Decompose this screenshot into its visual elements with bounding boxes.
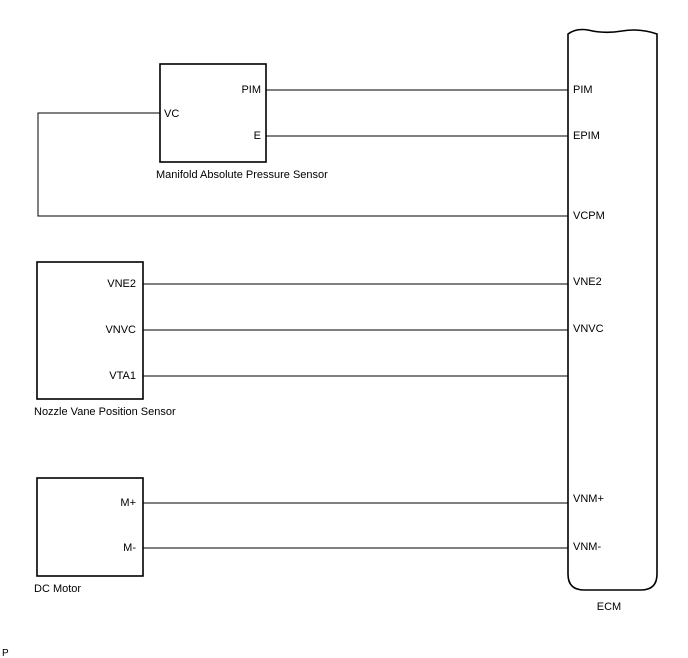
dc-motor-caption: DC Motor xyxy=(34,583,81,595)
ecm-pin-vnm-plus: VNM+ xyxy=(573,493,604,505)
map-pin-pim: PIM xyxy=(241,84,261,96)
map-pin-e: E xyxy=(254,130,261,142)
motor-pin-m-plus: M+ xyxy=(120,497,136,509)
ecm-pin-pim: PIM xyxy=(573,84,593,96)
motor-pin-m-minus: M- xyxy=(123,542,136,554)
ecm-caption: ECM xyxy=(597,601,621,613)
nozzle-sensor-box xyxy=(36,261,144,400)
nozzle-pin-vne2: VNE2 xyxy=(107,278,136,290)
map-pin-vc: VC xyxy=(164,108,179,120)
ecm-box xyxy=(567,28,658,591)
ecm-pin-vnm-minus: VNM- xyxy=(573,541,601,553)
nozzle-pin-vta1: VTA1 xyxy=(109,370,136,382)
ecm-pin-epim: EPIM xyxy=(573,130,600,142)
ecm-pin-vnvc: VNVC xyxy=(573,323,604,335)
dc-motor-box xyxy=(36,477,144,577)
nozzle-pin-vnvc: VNVC xyxy=(105,324,136,336)
footer-mark: P xyxy=(2,648,9,658)
wire-vcpm xyxy=(37,112,568,217)
map-sensor-box xyxy=(159,63,267,163)
ecm-pin-vcpm: VCPM xyxy=(573,210,605,222)
nozzle-sensor-caption: Nozzle Vane Position Sensor xyxy=(34,406,176,418)
ecm-pin-vne2: VNE2 xyxy=(573,276,602,288)
map-sensor-caption: Manifold Absolute Pressure Sensor xyxy=(156,169,328,181)
